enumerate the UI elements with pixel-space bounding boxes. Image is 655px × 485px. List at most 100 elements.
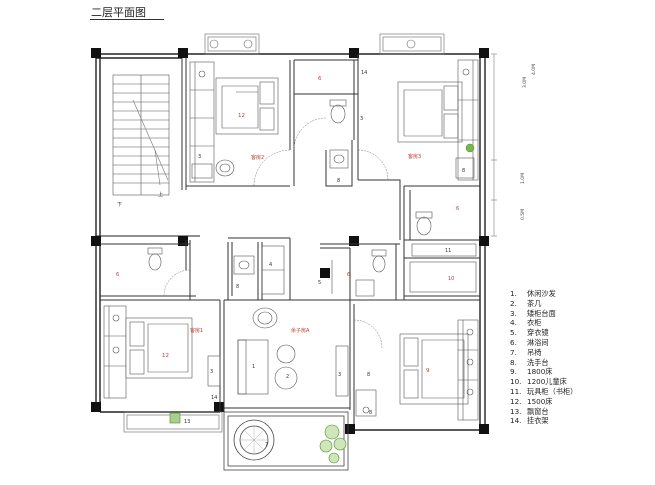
top-bath-walls <box>294 59 358 187</box>
legend-item: 6.淋浴间 <box>510 337 549 347</box>
stair-down-label: 下 <box>117 202 122 208</box>
balcony-num-7: 7 <box>265 442 268 448</box>
door-bedroom2 <box>253 149 291 187</box>
legend-item: 1.休闲沙发 <box>510 289 556 298</box>
bed1-num-13: 13 <box>184 419 190 425</box>
wardrobe-bedroom3 <box>455 59 479 181</box>
toilet-right <box>415 211 433 236</box>
door-bedroom3 <box>357 149 389 181</box>
kids-bed-10 <box>409 261 477 293</box>
bed1-num-14: 14 <box>211 395 217 401</box>
stair-up-label: 上 <box>158 191 163 198</box>
wardrobe-br <box>457 319 479 421</box>
left-bath-6: 6 <box>116 272 119 278</box>
left-bath-walls <box>100 240 196 300</box>
right-num-3: 3 <box>338 372 341 378</box>
furniture-legend: 1.休闲沙发 2.茶几 3.矮柜台面 4.衣柜 5.穿衣镜 6.淋浴间 7.吊椅… <box>510 289 577 426</box>
mid-bath-6: 6 <box>347 272 350 278</box>
cabinet-kids <box>335 345 349 397</box>
br-num-8: 8 <box>369 410 372 416</box>
top-bath-8: 8 <box>337 178 340 184</box>
coffee-table-kids <box>274 344 298 390</box>
door-br <box>353 319 383 349</box>
bay-window-bottom-left <box>123 411 223 433</box>
legend-item: 12.1500床 <box>510 396 553 406</box>
bedroom-br-walls <box>353 299 480 424</box>
br-num-9: 9 <box>426 368 430 374</box>
dim-label-1: 3.0M <box>523 76 528 88</box>
legend-item: 8.洗手台 <box>510 357 549 367</box>
corridor-5: 5 <box>318 280 321 286</box>
hanging-chair-kids <box>252 307 278 329</box>
toilet-top <box>329 99 347 124</box>
dim-label-2: 4.0M <box>532 63 537 75</box>
plan-title: 二层平面图 <box>91 6 146 19</box>
toilet-mid <box>371 249 387 273</box>
structural-columns <box>91 48 489 434</box>
vanity-top <box>329 149 349 169</box>
staircase <box>112 74 170 196</box>
right-bath-walls <box>403 186 480 300</box>
legend-item: 3.矮柜台面 <box>510 308 556 318</box>
bed-bedroom1 <box>125 317 193 379</box>
bed3-num-8: 8 <box>462 168 465 174</box>
plant-balcony <box>319 424 347 464</box>
bedroom2-name: 客房2 <box>251 154 264 161</box>
wardrobe-corridor <box>261 245 285 295</box>
kidsroom-walls <box>224 299 351 410</box>
vanity-mid <box>355 279 375 297</box>
door-top-bath <box>293 117 327 151</box>
top-bath-3: 3 <box>360 116 363 122</box>
vanity-corridor <box>233 255 255 275</box>
corridor-8: 8 <box>236 284 239 290</box>
legend-item: 2.茶几 <box>510 298 542 308</box>
mid-bath-walls <box>349 244 400 301</box>
bedroom3-name: 客房3 <box>408 153 421 160</box>
dimension-lines <box>491 53 497 237</box>
kid-num-2: 2 <box>286 374 289 380</box>
right-bath-11: 11 <box>445 248 451 254</box>
bed2-num: 12 <box>238 113 245 119</box>
legend-item: 13.飘窗台 <box>510 406 549 416</box>
mid-bath-8: 8 <box>367 372 370 378</box>
wardrobe-bedroom2 <box>189 61 215 183</box>
armchair-bedroom2 <box>215 159 235 177</box>
legend-item: 7.吊椅 <box>510 347 542 357</box>
bedroom2-walls <box>181 58 295 190</box>
vanity-br <box>355 389 377 417</box>
legend-item: 9.1800床 <box>510 367 553 377</box>
bed2-num-3: 3 <box>198 154 201 160</box>
corridor-4: 4 <box>269 262 272 268</box>
right-bath-10: 10 <box>448 276 454 282</box>
toilet-left <box>147 247 163 271</box>
right-bath-6: 6 <box>456 206 459 212</box>
plant-icon-bedroom3 <box>465 143 475 153</box>
legend-item: 5.穿衣镜 <box>510 328 549 338</box>
door-left-bath <box>163 269 191 297</box>
sofa-kids <box>237 339 269 395</box>
bed-br <box>399 333 469 405</box>
legend-item: 14.挂衣架 <box>510 416 549 426</box>
toy-cabinet-11 <box>411 243 477 257</box>
dim-label-4: 0.5M <box>521 208 526 220</box>
bay-window-top-left <box>204 33 260 55</box>
bay-window-top-right <box>379 33 445 55</box>
title-underline <box>90 19 164 20</box>
cabinet-bedroom1 <box>207 355 221 387</box>
bed1-num: 12 <box>162 353 169 359</box>
kidsroom-name: 余子房A <box>291 327 310 334</box>
bed1-num-3: 3 <box>210 369 213 375</box>
legend-item: 11.玩具柜（书柜） <box>510 386 578 396</box>
bedroom1-name: 客房1 <box>190 327 203 334</box>
wardrobe-bedroom1 <box>103 305 127 399</box>
legend-item: 4.衣柜 <box>510 318 542 328</box>
bedroom3-walls <box>353 54 480 240</box>
bed-bedroom2 <box>215 77 279 135</box>
dim-label-3: 1.0M <box>521 172 526 184</box>
top-bath-6: 6 <box>318 76 322 82</box>
bed-bedroom3 <box>397 81 463 143</box>
kid-num-1: 1 <box>252 364 255 370</box>
bath-top-14: 14 <box>361 70 367 76</box>
legend-item: 10.1200儿童床 <box>510 377 567 387</box>
